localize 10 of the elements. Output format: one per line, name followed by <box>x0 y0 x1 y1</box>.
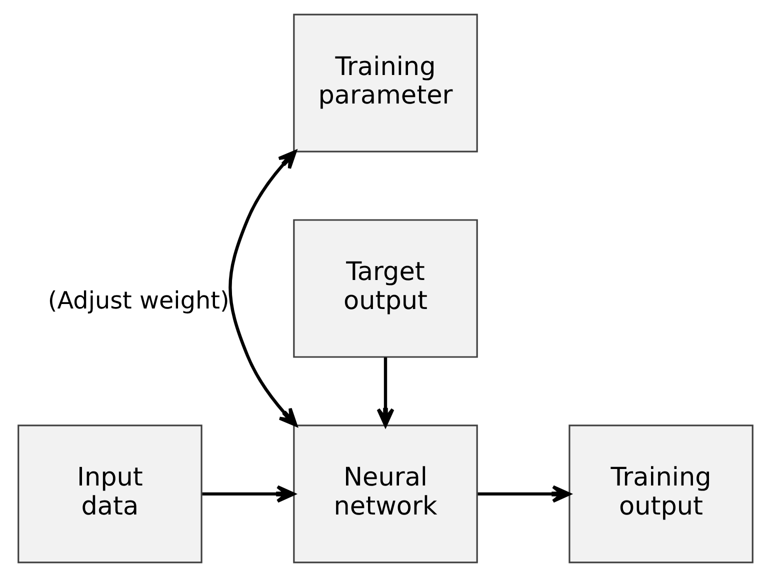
node-box: Neural network <box>293 424 478 564</box>
node-box: Training parameter <box>293 14 478 152</box>
arrow <box>202 485 296 503</box>
node-box: Target output <box>293 219 478 358</box>
arrow <box>478 485 571 503</box>
node-box: Input data <box>18 424 202 564</box>
arrow <box>376 357 394 427</box>
arrow <box>228 150 298 427</box>
node-box: Training output <box>568 424 754 564</box>
edge-label: (Adjust weight) <box>48 286 230 315</box>
